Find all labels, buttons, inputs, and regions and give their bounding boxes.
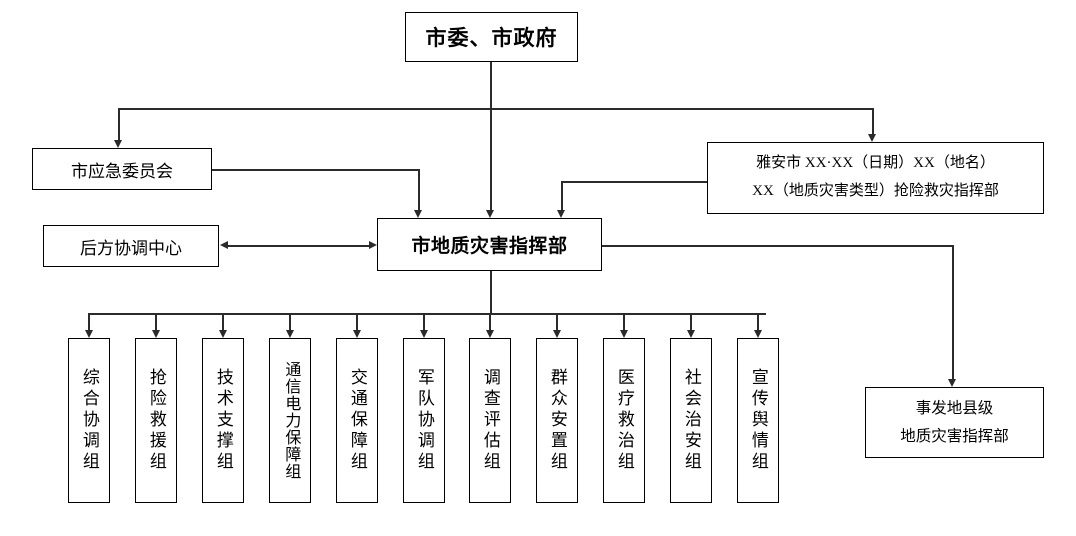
working-group-label: 医疗救治组 [614, 368, 634, 473]
working-group-label: 社会治安组 [681, 368, 701, 473]
connector-incident-down [561, 181, 563, 210]
connector-incident-left [561, 181, 708, 183]
box-label: 市地质灾害指挥部 [411, 236, 568, 257]
arrow-hq-to-rear [220, 241, 228, 249]
connector-hq-stem [490, 271, 492, 313]
connector-group-drop [222, 313, 224, 330]
box-municipal-party-government[interactable]: 市委、市政府 [405, 12, 578, 62]
connector-bus-to-incident [872, 108, 874, 134]
connector-bus-to-committee [118, 108, 120, 140]
connector-group-drop [423, 313, 425, 330]
connector-county-down [952, 245, 954, 379]
arrow-group-drop [352, 330, 361, 338]
working-group-label: 宣传舆情组 [748, 368, 768, 473]
connector-group-drop [155, 313, 157, 330]
box-working-group[interactable]: 群众安置组 [536, 338, 578, 503]
working-group-label: 群众安置组 [547, 368, 567, 473]
arrow-group-drop [619, 330, 628, 338]
arrow-bus-to-committee [114, 140, 122, 148]
connector-group-drop [88, 313, 90, 330]
connector-committee-right [212, 169, 419, 171]
working-group-label: 军队协调组 [414, 368, 434, 473]
connector-group-drop [489, 313, 491, 330]
box-working-group[interactable]: 社会治安组 [670, 338, 712, 503]
working-group-label: 通信电力保障组 [282, 361, 300, 480]
box-municipal-emergency-committee[interactable]: 市应急委员会 [32, 148, 212, 190]
connector-group-drop [757, 313, 759, 330]
box-working-group[interactable]: 医疗救治组 [603, 338, 645, 503]
box-label: 后方协调中心 [80, 238, 182, 258]
box-working-group[interactable]: 宣传舆情组 [737, 338, 779, 503]
connector-group-drop [356, 313, 358, 330]
arrow-hq-to-county [948, 379, 956, 387]
arrow-bus-to-hq [486, 210, 494, 218]
arrow-group-drop [151, 330, 160, 338]
box-working-group[interactable]: 调查评估组 [469, 338, 511, 503]
arrow-group-drop [84, 330, 93, 338]
working-group-label: 调查评估组 [480, 368, 500, 473]
box-county-geological-disaster-hq[interactable]: 事发地县级 地质灾害指挥部 [865, 387, 1044, 458]
box-municipal-geological-disaster-hq[interactable]: 市地质灾害指挥部 [377, 218, 602, 271]
box-working-group[interactable]: 通信电力保障组 [269, 338, 311, 503]
working-group-label: 抢险救援组 [146, 368, 166, 473]
connector-group-drop [556, 313, 558, 330]
arrow-committee-to-hq [414, 210, 422, 218]
box-incident-rescue-hq[interactable]: 雅安市 XX·XX（日期）XX（地名） XX（地质灾害类型）抢险救灾指挥部 [707, 142, 1044, 214]
arrow-group-drop [218, 330, 227, 338]
connector-hq-right [602, 245, 953, 247]
connector-root-stem [490, 62, 492, 109]
connector-group-bus [88, 313, 766, 315]
box-label: 雅安市 XX·XX（日期）XX（地名） XX（地质灾害类型）抢险救灾指挥部 [752, 155, 999, 199]
connector-group-drop [623, 313, 625, 330]
working-group-label: 交通保障组 [347, 368, 367, 473]
box-rear-coordination-center[interactable]: 后方协调中心 [43, 225, 219, 267]
arrow-group-drop [285, 330, 294, 338]
arrow-group-drop [485, 330, 494, 338]
connector-main-bus [118, 108, 873, 110]
connector-bus-to-hq [490, 108, 492, 210]
working-group-label: 技术支撑组 [213, 368, 233, 473]
box-working-group[interactable]: 抢险救援组 [135, 338, 177, 503]
box-label: 市应急委员会 [71, 161, 173, 181]
working-group-label: 综合协调组 [79, 368, 99, 473]
box-working-group[interactable]: 综合协调组 [68, 338, 110, 503]
connector-hq-rear [228, 245, 369, 247]
arrow-group-drop [753, 330, 762, 338]
box-working-group[interactable]: 技术支撑组 [202, 338, 244, 503]
arrow-incident-to-hq [557, 210, 565, 218]
box-working-group[interactable]: 军队协调组 [403, 338, 445, 503]
arrow-group-drop [686, 330, 695, 338]
box-label: 市委、市政府 [425, 26, 558, 50]
connector-committee-down [418, 169, 420, 210]
arrow-group-drop [552, 330, 561, 338]
arrow-bus-to-incident [868, 134, 876, 142]
arrow-rear-to-hq [369, 241, 377, 249]
box-label: 事发地县级 地质灾害指挥部 [900, 400, 1009, 445]
connector-group-drop [690, 313, 692, 330]
connector-group-drop [289, 313, 291, 330]
arrow-group-drop [419, 330, 428, 338]
box-working-group[interactable]: 交通保障组 [336, 338, 378, 503]
